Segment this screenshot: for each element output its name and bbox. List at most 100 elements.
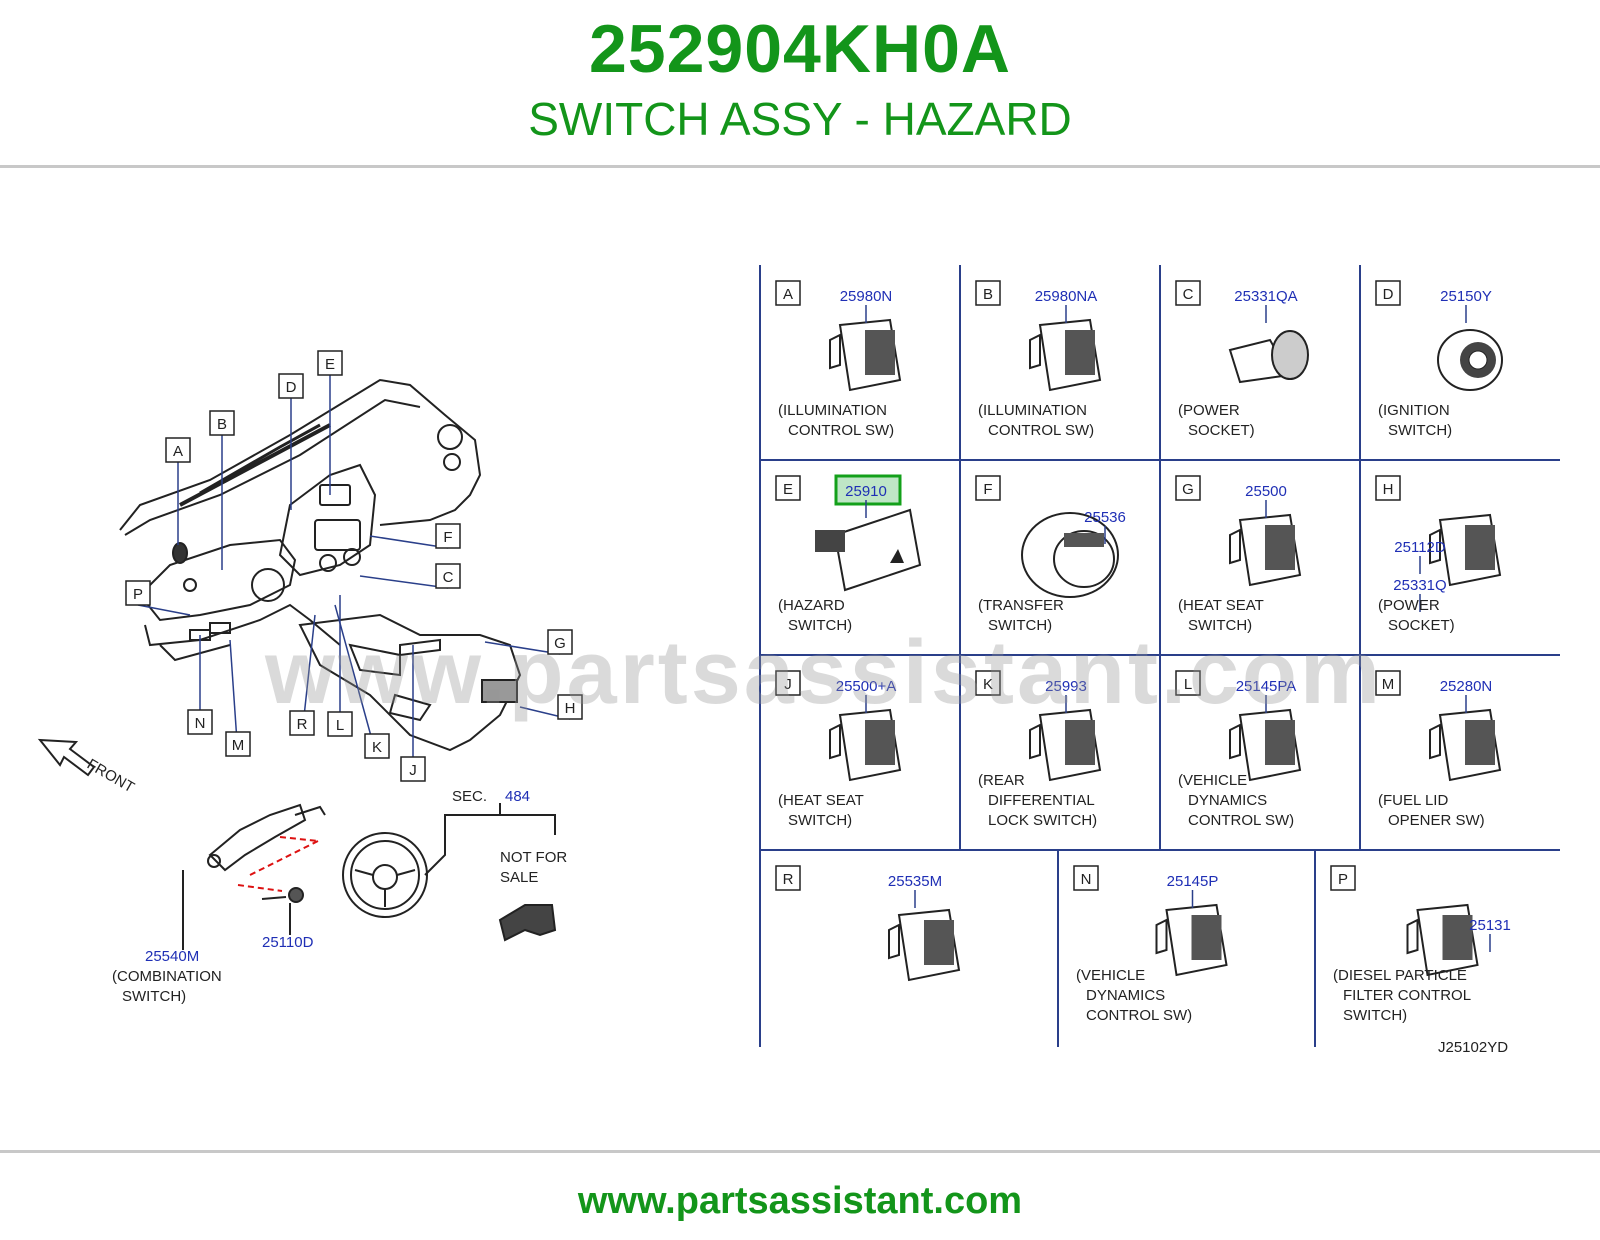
part-desc-l-1: DYNAMICS bbox=[1188, 792, 1267, 809]
part-desc-f-1: SWITCH) bbox=[988, 617, 1052, 634]
cell-letter: R bbox=[783, 871, 794, 888]
part-desc-d-1: SWITCH) bbox=[1388, 422, 1452, 439]
front-arrow: FRONT bbox=[37, 738, 137, 797]
overview-callout-letter: P bbox=[133, 586, 143, 603]
part-desc-e-1: SWITCH) bbox=[788, 617, 852, 634]
part-number-r[interactable]: 25535M bbox=[888, 873, 942, 890]
not-for-sale-2: SALE bbox=[500, 869, 538, 886]
overview-callout-letter: C bbox=[443, 569, 454, 586]
dashboard-overview bbox=[119, 378, 522, 752]
part-desc-l-0: (VEHICLE bbox=[1178, 772, 1247, 789]
header-divider bbox=[0, 165, 1600, 168]
combination-switch-number: 25540M bbox=[145, 948, 199, 965]
cell-letter: G bbox=[1182, 481, 1194, 498]
part-number-k[interactable]: 25993 bbox=[1045, 678, 1087, 695]
overview-callout-j: J bbox=[400, 645, 426, 782]
cell-letter: F bbox=[983, 481, 992, 498]
overview-callout-letter: K bbox=[372, 739, 382, 756]
part-number-title: 252904KH0A bbox=[588, 11, 1012, 87]
cell-letter: C bbox=[1183, 286, 1194, 303]
overview-callout-letter: F bbox=[443, 529, 452, 546]
overview-callout-letter: R bbox=[297, 716, 308, 733]
part-number-d[interactable]: 25150Y bbox=[1440, 288, 1492, 305]
part-desc-n-0: (VEHICLE bbox=[1076, 967, 1145, 984]
part-desc-a-0: (ILLUMINATION bbox=[778, 402, 887, 419]
part-desc-b-0: (ILLUMINATION bbox=[978, 402, 1087, 419]
parts-grid bbox=[759, 265, 1560, 1047]
cell-letter: H bbox=[1383, 481, 1394, 498]
overview-callout-letter: D bbox=[286, 379, 297, 396]
overview-callout-letter: L bbox=[336, 717, 344, 734]
cell-r: R 25535M bbox=[775, 865, 961, 982]
combination-switch-desc-1: (COMBINATION bbox=[112, 968, 222, 985]
part-number-l[interactable]: 25145PA bbox=[1236, 678, 1297, 695]
diagram-code: J25102YD bbox=[1438, 1039, 1508, 1056]
part-number-m[interactable]: 25280N bbox=[1440, 678, 1493, 695]
part-desc-j-0: (HEAT SEAT bbox=[778, 792, 864, 809]
cell-letter: N bbox=[1081, 871, 1092, 888]
overview-callout-d: D bbox=[278, 373, 304, 510]
overview-callout-letter: A bbox=[173, 443, 183, 460]
part-number-b[interactable]: 25980NA bbox=[1035, 288, 1098, 305]
part-number-a[interactable]: 25980N bbox=[840, 288, 893, 305]
highlight-box bbox=[834, 474, 902, 506]
cell-b: B 25980NA (ILLUMINATION CONTROL SW) bbox=[975, 280, 1102, 439]
steering-wheel-illustration bbox=[342, 803, 557, 942]
part-desc-f-0: (TRANSFER bbox=[978, 597, 1064, 614]
part-desc-k-1: DIFFERENTIAL bbox=[988, 792, 1095, 809]
part-desc-b-1: CONTROL SW) bbox=[988, 422, 1094, 439]
overview-callout-letter: N bbox=[195, 715, 206, 732]
part-desc-g-1: SWITCH) bbox=[1188, 617, 1252, 634]
part-desc-n-1: DYNAMICS bbox=[1086, 987, 1165, 1004]
overview-callout-m: M bbox=[225, 639, 251, 757]
overview-callout-h: H bbox=[519, 694, 583, 720]
part-desc-h-0: (POWER bbox=[1378, 597, 1440, 614]
part-number-f[interactable]: 25536 bbox=[1084, 509, 1126, 526]
part-number-p[interactable]: 25131 bbox=[1469, 917, 1511, 934]
part-desc-p-2: SWITCH) bbox=[1343, 1007, 1407, 1024]
overview-callout-c: C bbox=[359, 563, 461, 589]
overview-callout-n: N bbox=[187, 635, 213, 735]
overview-callout-letter: B bbox=[217, 416, 227, 433]
part-number-g[interactable]: 25500 bbox=[1245, 483, 1287, 500]
part-desc-n-2: CONTROL SW) bbox=[1086, 1007, 1192, 1024]
cell-letter: B bbox=[983, 286, 993, 303]
overview-callout-l: L bbox=[327, 595, 353, 737]
overview-callout-b: B bbox=[209, 410, 235, 570]
overview-callout-letter: G bbox=[554, 635, 566, 652]
part-name-subtitle: SWITCH ASSY - HAZARD bbox=[528, 93, 1072, 145]
cell-f: F 25536 (TRANSFER SWITCH) bbox=[975, 475, 1126, 634]
overview-callout-letter: H bbox=[565, 700, 576, 717]
cell-letter: L bbox=[1184, 676, 1192, 693]
footer-divider bbox=[0, 1150, 1600, 1153]
part-desc-c-0: (POWER bbox=[1178, 402, 1240, 419]
front-label: FRONT bbox=[84, 756, 137, 797]
part-number-h-1[interactable]: 25331Q bbox=[1393, 577, 1446, 594]
part-desc-k-0: (REAR bbox=[978, 772, 1025, 789]
part-desc-d-0: (IGNITION bbox=[1378, 402, 1450, 419]
overview-callout-g: G bbox=[484, 629, 573, 655]
part-desc-j-1: SWITCH) bbox=[788, 812, 852, 829]
part-number-c[interactable]: 25331QA bbox=[1234, 288, 1297, 305]
part-number-h[interactable]: 25112D bbox=[1394, 539, 1446, 556]
part-number-n[interactable]: 25145P bbox=[1167, 873, 1219, 890]
part-desc-p-0: (DIESEL PARTICLE bbox=[1333, 967, 1467, 984]
part-number-e[interactable]: 25910 bbox=[845, 483, 887, 500]
overview-callout-r: R bbox=[289, 614, 316, 736]
part-number-j[interactable]: 25500+A bbox=[836, 678, 896, 695]
overview-callout-k: K bbox=[334, 604, 390, 759]
part-desc-m-0: (FUEL LID bbox=[1378, 792, 1448, 809]
